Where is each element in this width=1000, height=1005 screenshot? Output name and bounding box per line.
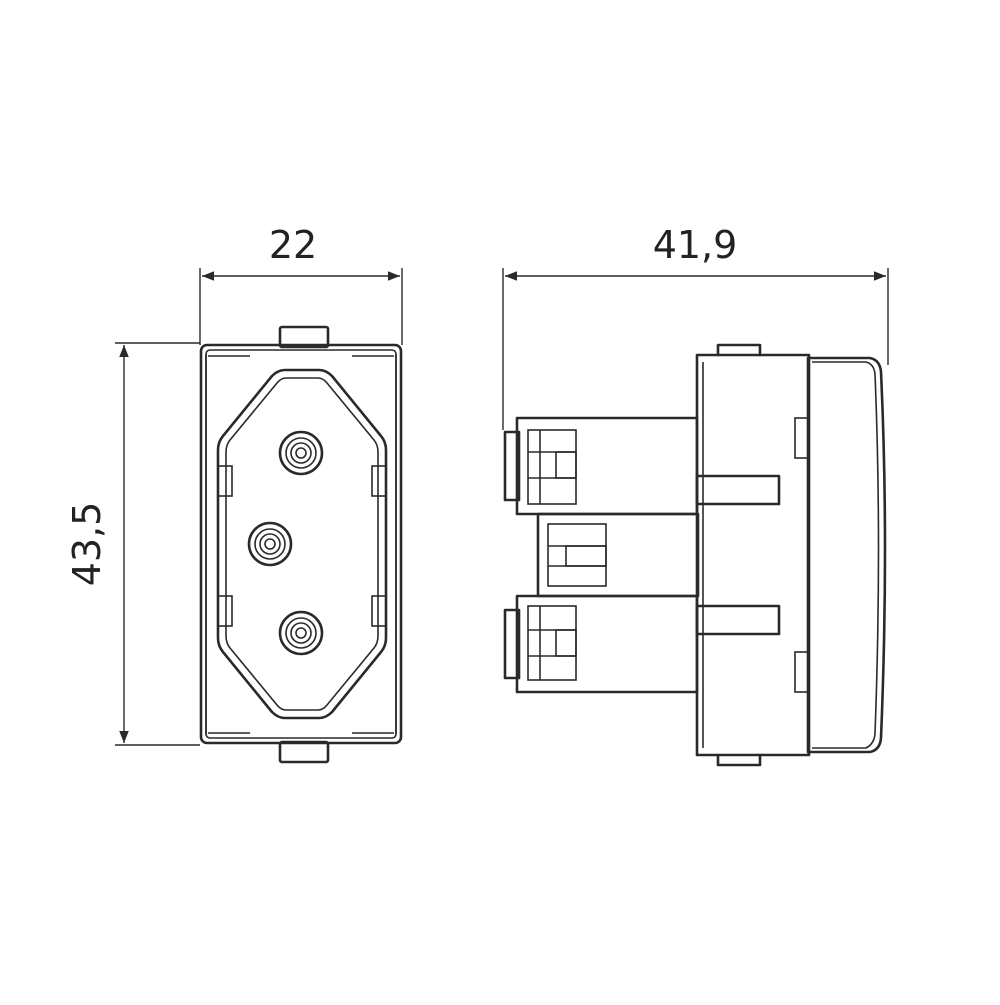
terminal-lower [503, 594, 699, 694]
pin-hole-ground [247, 521, 293, 567]
height-dimension: 43,5 [65, 342, 200, 746]
width-label: 22 [269, 223, 317, 267]
height-label: 43,5 [65, 502, 109, 587]
depth-label: 41,9 [653, 223, 738, 267]
side-view [503, 343, 887, 767]
width-dimension: 22 [199, 223, 403, 345]
terminal-upper [503, 416, 699, 516]
depth-dimension: 41,9 [502, 223, 889, 430]
pin-hole-bottom [278, 610, 324, 656]
side-housing [695, 353, 811, 757]
top-clip [278, 325, 330, 349]
bottom-clip [278, 740, 330, 764]
socket-outline [216, 368, 388, 720]
front-view [199, 325, 403, 764]
terminal-middle [536, 512, 700, 598]
pin-hole-top [278, 430, 324, 476]
side-front-cover [806, 356, 887, 754]
module-body [199, 343, 403, 745]
